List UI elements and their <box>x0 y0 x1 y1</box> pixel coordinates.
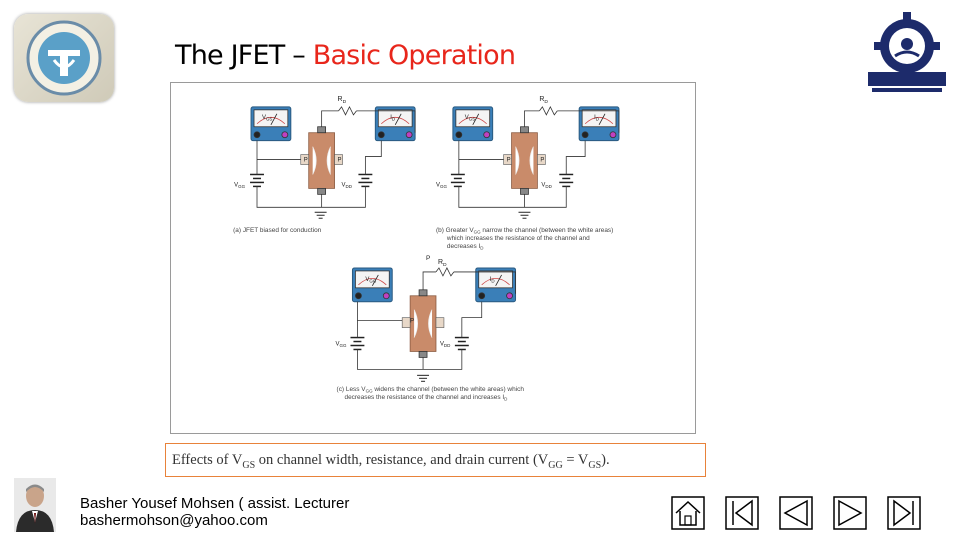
vdd-label-c: VDD <box>440 342 451 348</box>
figure-caption: Effects of VGS on channel width, resista… <box>165 443 706 477</box>
lecturer-email: bashermohson@yahoo.com <box>80 512 268 529</box>
p-label-c: P <box>410 319 414 325</box>
caption-c-line1: (c) Less VGG widens the channel (between… <box>337 386 525 393</box>
p-label-a1: P <box>304 158 308 164</box>
vdd-label-b: VDD <box>541 182 552 188</box>
caption-a: (a) JFET biased for conduction <box>233 227 322 234</box>
p-label-c-top: P <box>426 255 430 262</box>
title-part-1: The JFET – <box>175 40 313 71</box>
rd-label-c: RD <box>438 259 447 268</box>
lecturer-name: Basher Yousef Mohsen ( assist. Lecturer <box>80 495 350 512</box>
rd-label-a: RD <box>338 96 347 105</box>
circuit-b <box>450 105 620 219</box>
engineering-college-logo <box>864 8 950 96</box>
vgg-label-a: VGG <box>234 182 245 188</box>
university-logo <box>14 14 114 102</box>
id-meter-label-c: ID <box>490 277 496 283</box>
previous-slide-icon[interactable] <box>779 496 813 530</box>
vdd-label-a: VDD <box>342 182 353 188</box>
caption-b-line3: decreases ID <box>447 243 484 250</box>
caption-b-line1: (b) Greater VGG narrow the channel (betw… <box>436 227 613 234</box>
vgs-meter-label-b: VGS <box>465 115 475 121</box>
id-meter-label-b: ID <box>594 115 600 121</box>
vgg-meter-label-c: VGG <box>365 277 376 283</box>
circuit-a <box>249 105 416 219</box>
next-slide-icon[interactable] <box>833 496 867 530</box>
first-slide-icon[interactable] <box>725 496 759 530</box>
last-slide-icon[interactable] <box>887 496 921 530</box>
p-label-b1: P <box>507 158 511 164</box>
caption-b-line2: which increases the resistance of the ch… <box>446 235 590 242</box>
home-icon[interactable] <box>671 496 705 530</box>
id-meter-label-a: ID <box>390 115 396 121</box>
title-part-2: Basic Operation <box>312 40 516 71</box>
vgs-meter-label-a: VGS <box>262 115 272 121</box>
caption-c-line2: decreases the resistance of the channel … <box>345 394 509 401</box>
circuit-c <box>349 267 517 382</box>
p-label-b2: P <box>540 158 544 164</box>
rd-label-b: RD <box>539 96 548 105</box>
vgg-label-c: VGG <box>336 342 347 348</box>
p-label-a2: P <box>338 158 342 164</box>
vgg-label-b: VGG <box>436 182 447 188</box>
lecturer-avatar <box>14 478 56 532</box>
slide-title: The JFET – Basic Operation <box>175 40 516 71</box>
jfet-operation-figure: RD VGS ID VGG VDD P P (a) JFET biased fo… <box>170 82 696 434</box>
